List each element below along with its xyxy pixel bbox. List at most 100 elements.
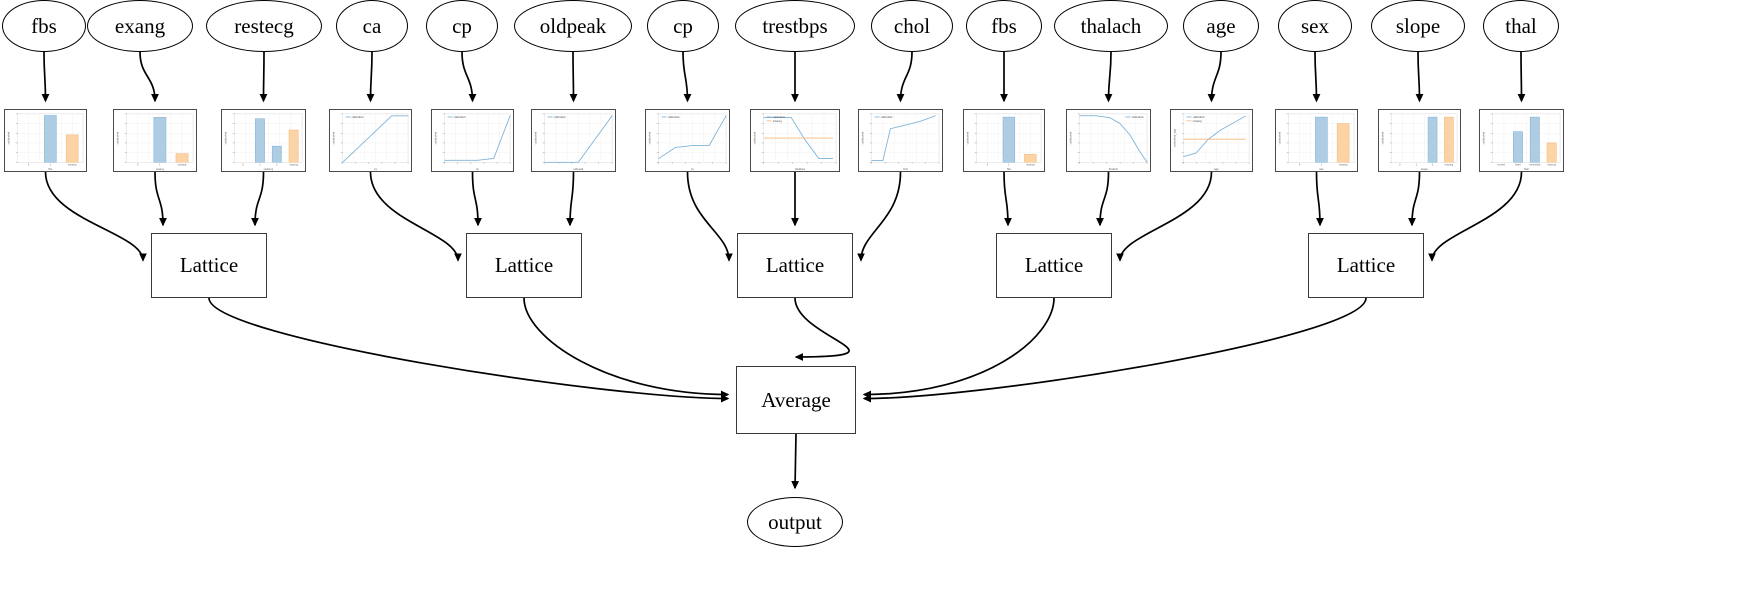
svg-text:calibrated: calibrated <box>454 116 466 119</box>
feature-node-chol[interactable]: chol <box>871 0 953 52</box>
svg-text:missing: missing <box>289 163 298 166</box>
lattice-node-label: Lattice <box>765 253 825 277</box>
feature-node-label: ca <box>362 13 382 38</box>
svg-text:missing: missing <box>1547 163 1556 166</box>
average-node-label: Average <box>761 387 831 412</box>
lattice-node-1[interactable]: Lattice <box>466 233 582 298</box>
svg-text:calibrated: calibrated <box>773 116 785 119</box>
feature-node-ca[interactable]: ca <box>336 0 408 52</box>
svg-text:0: 0 <box>1399 163 1401 166</box>
lattice-node-label: Lattice <box>179 253 239 277</box>
svg-text:calibrated: calibrated <box>860 131 864 144</box>
feature-node-cp[interactable]: cp <box>426 0 498 52</box>
calibration-plot-chol-8: calibrated chol calibrated <box>858 109 943 172</box>
feature-node-fbs[interactable]: fbs <box>2 0 86 52</box>
svg-text:slope: slope <box>1421 167 1428 171</box>
svg-text:missing: missing <box>773 120 783 123</box>
svg-text:calibrated: calibrated <box>1132 116 1144 119</box>
feature-node-label: fbs <box>991 13 1017 38</box>
svg-text:0: 0 <box>137 163 139 166</box>
svg-text:calibrated: calibrated <box>554 116 566 119</box>
svg-text:calibrated: calibrated <box>533 131 537 144</box>
svg-text:calibrated: calibrated <box>647 131 651 144</box>
output-node[interactable]: output <box>747 497 843 547</box>
lattice-node-2[interactable]: Lattice <box>737 233 853 298</box>
lattice-node-4[interactable]: Lattice <box>1308 233 1424 298</box>
svg-text:missing: missing <box>68 163 77 166</box>
svg-text:normal: normal <box>1497 163 1505 166</box>
svg-text:trestbps: trestbps <box>795 167 806 171</box>
svg-text:1: 1 <box>1415 163 1417 166</box>
svg-text:calibrated: calibrated <box>752 131 756 144</box>
feature-node-label: thal <box>1505 13 1537 38</box>
svg-text:1: 1 <box>1008 163 1010 166</box>
svg-text:oldpeak: oldpeak <box>573 167 584 171</box>
feature-node-sex[interactable]: sex <box>1278 0 1352 52</box>
lattice-node-3[interactable]: Lattice <box>996 233 1112 298</box>
feature-node-label: age <box>1206 13 1236 38</box>
svg-text:calibrated: calibrated <box>881 116 893 119</box>
svg-text:exang: exang <box>156 168 164 171</box>
svg-text:calibrated: calibrated <box>1481 131 1485 144</box>
svg-text:calibrated: calibrated <box>668 116 680 119</box>
svg-text:1: 1 <box>50 163 52 166</box>
svg-text:missing: missing <box>1026 163 1035 166</box>
lattice-node-0[interactable]: Lattice <box>151 233 267 298</box>
svg-text:calibrated: calibrated <box>352 116 364 119</box>
svg-text:missing: missing <box>178 163 187 166</box>
feature-node-label: slope <box>1395 13 1441 38</box>
svg-text:calibrated: calibrated <box>1380 131 1384 144</box>
svg-text:calibrated: calibrated <box>223 131 227 144</box>
svg-text:calibrated: calibrated <box>331 131 335 144</box>
svg-text:cp: cp <box>691 168 694 171</box>
feature-node-label: cp <box>452 13 472 38</box>
feature-node-oldpeak[interactable]: oldpeak <box>514 0 632 52</box>
svg-text:restecg: restecg <box>264 167 274 171</box>
feature-node-age[interactable]: age <box>1183 0 1259 52</box>
feature-node-exang[interactable]: exang <box>87 0 193 52</box>
feature-node-fbs[interactable]: fbs <box>966 0 1042 52</box>
svg-text:thal: thal <box>1524 167 1529 171</box>
feature-node-label: cp <box>673 13 693 38</box>
svg-text:calibrated: calibrated <box>115 131 119 144</box>
svg-text:cp: cp <box>476 168 479 171</box>
feature-node-label: trestbps <box>762 13 828 38</box>
output-node-label: output <box>768 509 822 534</box>
svg-text:age: age <box>1214 168 1219 171</box>
svg-text:calibrated: calibrated <box>965 131 969 144</box>
svg-text:calibrated: calibrated <box>1193 116 1205 119</box>
svg-text:missing: missing <box>1445 163 1454 166</box>
svg-text:1: 1 <box>259 163 261 166</box>
svg-text:1: 1 <box>1321 163 1323 166</box>
svg-text:0: 0 <box>987 163 989 166</box>
svg-text:chol: chol <box>903 167 909 171</box>
feature-node-trestbps[interactable]: trestbps <box>735 0 855 52</box>
svg-text:calibrated: calibrated <box>1068 131 1072 144</box>
svg-text:1: 1 <box>159 163 161 166</box>
lattice-node-label: Lattice <box>494 253 554 277</box>
svg-text:fbs: fbs <box>1007 167 1011 171</box>
calibration-plot-oldpeak-5: calibrated oldpeak calibrated <box>531 109 616 172</box>
feature-node-cp[interactable]: cp <box>647 0 719 52</box>
feature-node-thal[interactable]: thal <box>1483 0 1559 52</box>
average-node[interactable]: Average <box>736 366 856 434</box>
svg-text:thalach: thalach <box>1109 167 1119 171</box>
feature-node-restecg[interactable]: restecg <box>206 0 322 52</box>
svg-text:2: 2 <box>276 163 278 166</box>
calibration-plot-thalach-10: calibrated thalach calibrated <box>1066 109 1151 172</box>
feature-node-label: chol <box>893 13 931 38</box>
feature-node-slope[interactable]: slope <box>1371 0 1465 52</box>
feature-node-label: sex <box>1301 13 1329 38</box>
feature-node-label: fbs <box>31 13 57 38</box>
lattice-node-label: Lattice <box>1336 253 1396 277</box>
svg-text:reversible: reversible <box>1529 163 1541 166</box>
feature-node-thalach[interactable]: thalach <box>1054 0 1168 52</box>
svg-text:fbs: fbs <box>48 167 53 171</box>
